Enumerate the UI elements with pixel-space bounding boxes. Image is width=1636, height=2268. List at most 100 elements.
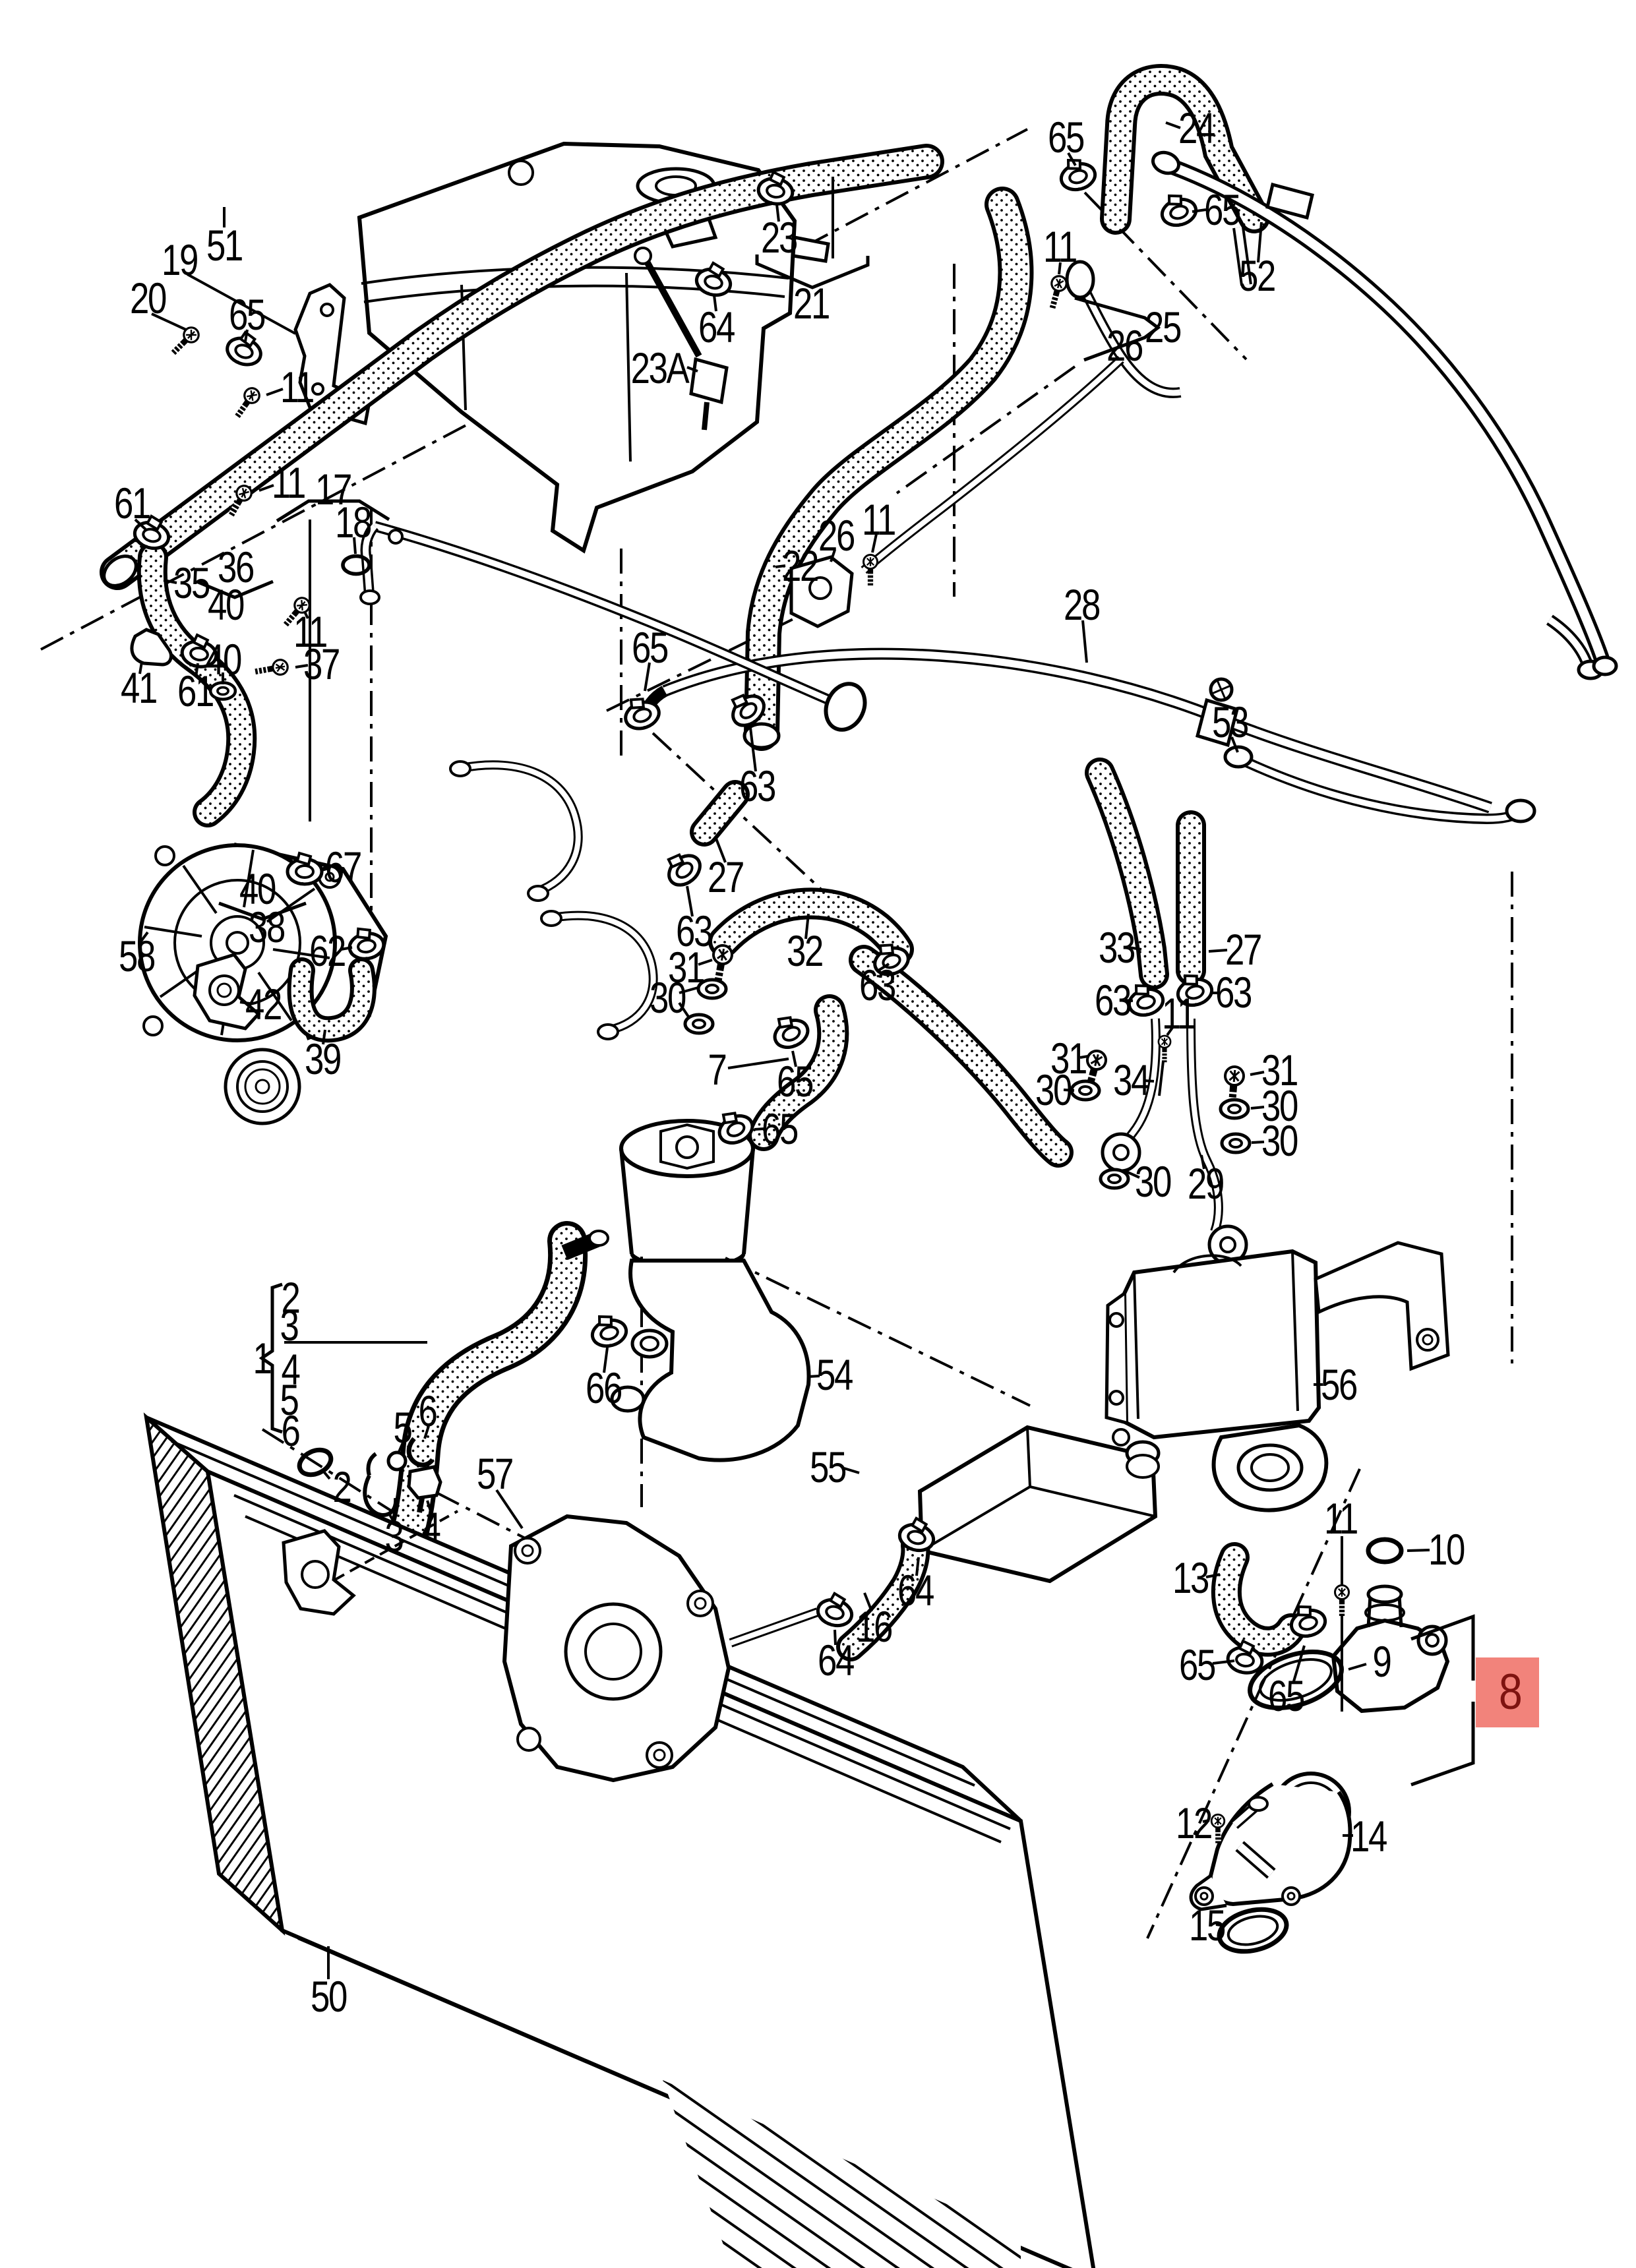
- hose-24: [1100, 64, 1270, 235]
- part-callout-11: 11: [271, 458, 306, 507]
- leader-line: [1251, 1141, 1265, 1144]
- highlighted-part-callout: 8: [1498, 1664, 1523, 1720]
- housing-14: [1189, 1772, 1352, 1954]
- leader-line: [603, 1347, 609, 1373]
- part-callout-7: 7: [708, 1045, 727, 1094]
- clip-41: [130, 628, 173, 667]
- part-callout-61: 61: [114, 479, 151, 527]
- leader-line: [163, 579, 177, 584]
- part-callout-65: 65: [762, 1104, 799, 1153]
- part-callout-36: 36: [218, 543, 255, 591]
- leader-line: [1205, 1573, 1221, 1578]
- part-callout-18: 18: [335, 498, 372, 547]
- part-callout-30: 30: [1035, 1065, 1072, 1114]
- leader-line: [426, 1500, 433, 1514]
- part-callout-6: 6: [281, 1406, 301, 1455]
- leader-line: [863, 1592, 873, 1612]
- part-callout-40: 40: [239, 864, 276, 913]
- leader-line: [791, 1050, 797, 1067]
- part-callout-63: 63: [676, 907, 713, 955]
- part-callout-53: 53: [1212, 698, 1249, 746]
- pipe-25-26: [789, 226, 1252, 628]
- leader-line: [715, 838, 727, 863]
- part-callout-16: 16: [856, 1602, 893, 1651]
- tank-bracket: [293, 283, 371, 426]
- part-callout-57: 57: [477, 1449, 514, 1498]
- housing-8: [1248, 1584, 1450, 1714]
- part-callout-21: 21: [793, 279, 830, 328]
- part-callout-15: 15: [1189, 1901, 1226, 1950]
- part-callout-50: 50: [311, 1972, 348, 2021]
- leader-line: [322, 1470, 331, 1480]
- leader-line: [138, 661, 143, 674]
- part-callout-67: 67: [325, 843, 362, 891]
- leader-line: [266, 388, 284, 396]
- hose-13: [1211, 1542, 1306, 1657]
- part-callout-39: 39: [305, 1034, 342, 1083]
- part-callout-25: 25: [1145, 303, 1182, 351]
- leader-line: [398, 1442, 404, 1452]
- hose-7: [748, 994, 849, 1151]
- part-callout-64: 64: [897, 1566, 934, 1615]
- leader-line: [353, 537, 357, 554]
- leader-line: [775, 564, 786, 568]
- part-callout-5: 5: [280, 1375, 299, 1424]
- part-callout-11: 11: [280, 363, 315, 411]
- leader-line: [1124, 999, 1134, 1002]
- leader-line: [1257, 222, 1263, 263]
- part-callout-37: 37: [303, 640, 340, 688]
- part-callout-23: 23: [761, 213, 798, 262]
- part-callout-31: 31: [1261, 1046, 1298, 1094]
- part-callout-65: 65: [1268, 1671, 1305, 1720]
- part-callout-30: 30: [650, 973, 686, 1022]
- part-callout-10: 10: [1428, 1525, 1465, 1574]
- part-callout-40: 40: [208, 580, 245, 629]
- part-callout-30: 30: [1261, 1116, 1298, 1165]
- part-callout-11: 11: [293, 607, 328, 656]
- part-callout-14: 14: [1350, 1812, 1387, 1861]
- part-callout-27: 27: [1225, 925, 1262, 974]
- leader-line: [1407, 1549, 1430, 1552]
- leader-line: [686, 366, 698, 373]
- leader-line: [686, 885, 694, 917]
- leader-line: [808, 1375, 820, 1378]
- pipe-52: [1151, 150, 1618, 680]
- leader-line: [1202, 1819, 1210, 1823]
- annotation-brackets: [196, 177, 1475, 1787]
- leader-line: [423, 1425, 430, 1439]
- leader-line: [340, 946, 353, 951]
- leader-line: [1067, 152, 1077, 167]
- part-callout-5: 5: [393, 1403, 413, 1452]
- leader-line: [871, 533, 878, 553]
- leader-line: [644, 662, 651, 692]
- leader-line: [1126, 1170, 1140, 1179]
- part-callout-64: 64: [818, 1636, 855, 1685]
- leader-line: [1348, 1663, 1367, 1671]
- part-callout-56: 56: [1321, 1360, 1358, 1409]
- leader-line: [195, 663, 199, 678]
- part-callout-34: 34: [1113, 1056, 1150, 1104]
- part-callout-63: 63: [1095, 976, 1132, 1025]
- part-callout-64: 64: [698, 303, 735, 351]
- alternator: [138, 842, 388, 1125]
- leader-line: [1165, 121, 1181, 129]
- part-callout-66: 66: [586, 1363, 622, 1412]
- part-callout-23A: 23A: [630, 343, 690, 392]
- part-callout-29: 29: [1188, 1159, 1225, 1208]
- hoses-27-32-33: [690, 758, 1206, 1168]
- part-callout-13: 13: [1172, 1553, 1209, 1602]
- egr-cooler-56: [1105, 1241, 1450, 1512]
- part-callout-4: 4: [421, 1503, 441, 1552]
- part-callout-22: 22: [782, 541, 819, 590]
- leader-line: [134, 518, 148, 531]
- leader-line: [187, 273, 296, 335]
- part-callout-52: 52: [1239, 251, 1276, 300]
- part-callout-65: 65: [1204, 185, 1241, 234]
- leader-line: [1230, 736, 1239, 753]
- hose-21: [100, 144, 944, 590]
- part-callout-12: 12: [1176, 1799, 1213, 1847]
- oil-cooler-55: [917, 1425, 1161, 1584]
- part-callout-28: 28: [1064, 580, 1101, 629]
- part-callout-11: 11: [1323, 1494, 1358, 1543]
